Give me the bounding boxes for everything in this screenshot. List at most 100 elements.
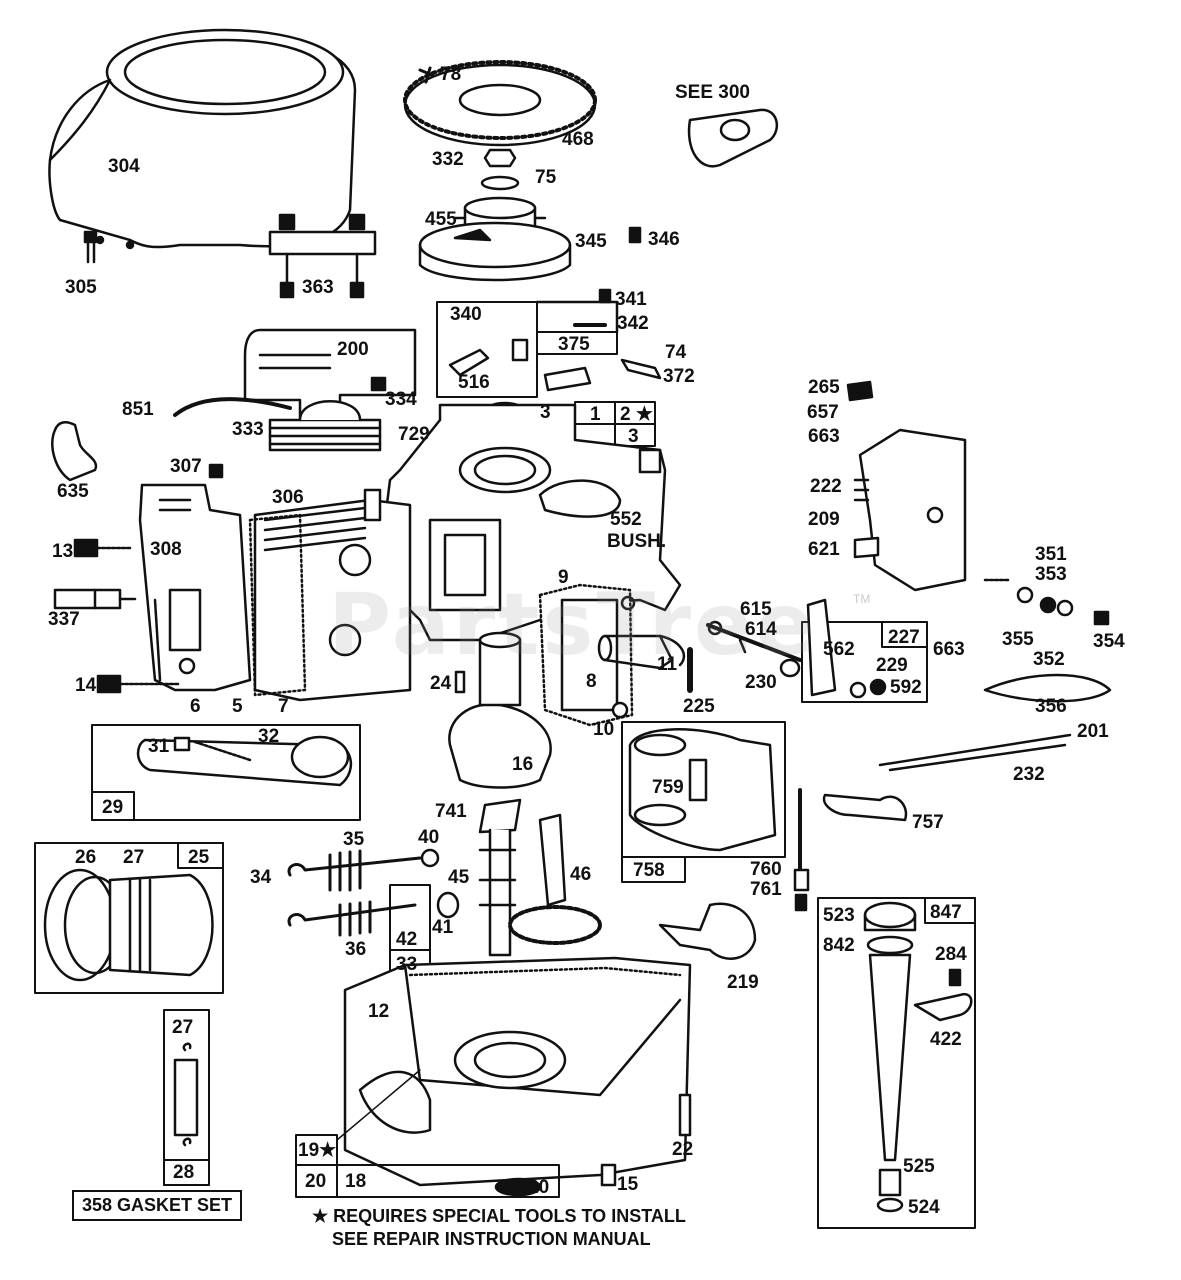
label-42: 42 (396, 929, 418, 950)
label-757: 757 (912, 812, 944, 833)
label-46: 46 (570, 864, 592, 885)
label-306: 306 (272, 487, 304, 508)
label-468: 468 (562, 129, 594, 150)
label-20-seal: 20 (528, 1177, 550, 1198)
label-346: 346 (648, 229, 680, 250)
label-10: 10 (593, 719, 615, 740)
label-27-gasket: 27 (172, 1017, 194, 1038)
label-74: 74 (665, 342, 687, 363)
label-363: 363 (302, 277, 334, 298)
label-265: 265 (808, 377, 840, 398)
label-bush: BUSH. (607, 531, 667, 552)
label-201: 201 (1077, 721, 1109, 742)
label-847: 847 (930, 902, 962, 923)
label-209: 209 (808, 509, 840, 530)
label-375: 375 (558, 334, 590, 355)
label-7: 7 (278, 696, 289, 717)
label-40: 40 (418, 827, 440, 848)
label-19-star: 19★ (298, 1140, 337, 1161)
label-304: 304 (108, 156, 140, 177)
cylinder-block-shape (378, 403, 682, 642)
label-345: 345 (575, 231, 607, 252)
label-524: 524 (908, 1197, 940, 1218)
label-372: 372 (663, 366, 695, 387)
label-200: 200 (337, 339, 369, 360)
label-24: 24 (430, 673, 452, 694)
label-see-300: SEE 300 (675, 82, 750, 103)
label-355: 355 (1002, 629, 1034, 650)
label-6: 6 (190, 696, 201, 717)
label-36: 36 (345, 939, 367, 960)
label-219: 219 (727, 972, 759, 993)
label-353: 353 (1035, 564, 1067, 585)
label-354: 354 (1093, 631, 1125, 652)
label-851: 851 (122, 399, 154, 420)
label-32: 32 (258, 726, 280, 747)
label-657: 657 (807, 402, 839, 423)
label-333: 333 (232, 419, 264, 440)
label-41: 41 (432, 917, 454, 938)
label-761: 761 (750, 879, 782, 900)
label-1: 1 (590, 404, 601, 425)
gasket-set-label: 358 GASKET SET (72, 1190, 243, 1221)
label-22: 22 (672, 1139, 694, 1160)
watermark: PartsTree (328, 575, 817, 675)
label-31: 31 (148, 736, 170, 757)
label-227: 227 (888, 627, 920, 648)
label-11: 11 (657, 654, 678, 675)
label-3-seal: 3 (540, 402, 551, 423)
label-26: 26 (75, 847, 97, 868)
label-2-star: 2 ★ (620, 404, 653, 425)
label-759: 759 (652, 777, 684, 798)
label-552: 552 (610, 509, 642, 530)
label-516: 516 (458, 372, 490, 393)
label-334: 334 (385, 389, 417, 410)
label-20-box: 20 (305, 1171, 327, 1192)
label-8: 8 (586, 671, 597, 692)
label-15: 15 (617, 1174, 639, 1195)
label-663-top: 663 (808, 426, 840, 447)
label-229: 229 (876, 655, 908, 676)
trademark: TM (853, 592, 871, 606)
label-592: 592 (890, 677, 922, 698)
label-18: 18 (345, 1171, 367, 1192)
label-222: 222 (810, 476, 842, 497)
label-35: 35 (343, 829, 365, 850)
label-305: 305 (65, 277, 97, 298)
label-34: 34 (250, 867, 272, 888)
label-230: 230 (745, 672, 777, 693)
label-614: 614 (745, 619, 777, 640)
label-78: 78 (440, 64, 462, 85)
label-729: 729 (398, 424, 430, 445)
label-523: 523 (823, 905, 855, 926)
label-663-bottom: 663 (933, 639, 965, 660)
label-28: 28 (173, 1162, 195, 1183)
label-332: 332 (432, 149, 464, 170)
label-758: 758 (633, 860, 665, 881)
label-14: 14 (75, 675, 97, 696)
label-29: 29 (102, 797, 124, 818)
label-307: 307 (170, 456, 202, 477)
label-13: 13 (52, 541, 74, 562)
note-repair-manual: SEE REPAIR INSTRUCTION MANUAL (332, 1229, 651, 1249)
label-341: 341 (615, 289, 647, 310)
label-352: 352 (1033, 649, 1065, 670)
label-33: 33 (396, 954, 418, 975)
label-308: 308 (150, 539, 182, 560)
label-525: 525 (903, 1156, 935, 1177)
label-340: 340 (450, 304, 482, 325)
label-760: 760 (750, 859, 782, 880)
label-27-piston: 27 (123, 847, 145, 868)
note-special-tools: ★ REQUIRES SPECIAL TOOLS TO INSTALL (312, 1206, 686, 1226)
label-741: 741 (435, 801, 467, 822)
label-25: 25 (188, 847, 210, 868)
label-635: 635 (57, 481, 89, 502)
label-422: 422 (930, 1029, 962, 1050)
label-351: 351 (1035, 544, 1067, 565)
label-3-box: 3 (628, 426, 639, 447)
label-455: 455 (425, 209, 457, 230)
label-225: 225 (683, 696, 715, 717)
label-615: 615 (740, 599, 772, 620)
label-16: 16 (512, 754, 534, 775)
